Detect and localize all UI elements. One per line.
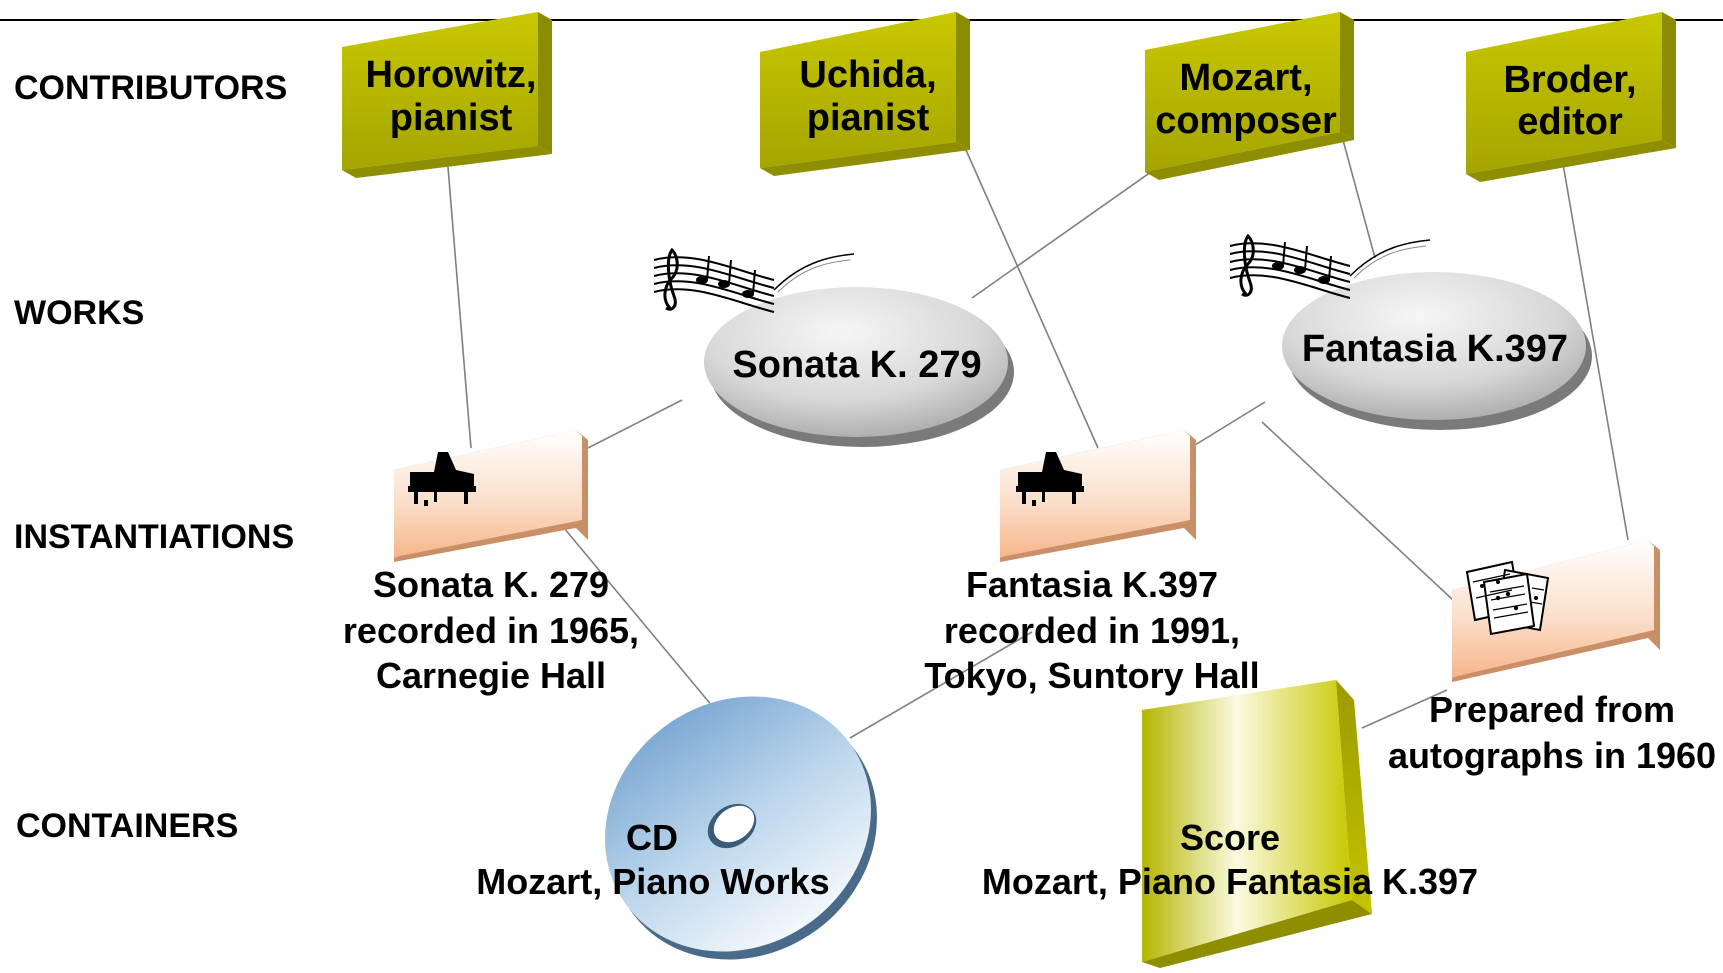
caption-line2: recorded in 1991, bbox=[944, 610, 1240, 651]
instantiation-1-caption: Sonata K. 279 recorded in 1965, Carnegie… bbox=[343, 564, 639, 696]
connector-horowitz-instantiation1 bbox=[446, 154, 472, 449]
instantiation-3-caption: Prepared from autographs in 1960 bbox=[1388, 689, 1716, 776]
caption-line1: Prepared from bbox=[1429, 689, 1675, 730]
contributor-line2: editor bbox=[1517, 101, 1623, 143]
work-fantasia[interactable]: Fantasia K.397 bbox=[1282, 272, 1592, 430]
contributor-line2: pianist bbox=[390, 97, 513, 139]
contributor-line2: pianist bbox=[807, 97, 930, 139]
contributor-line1: Mozart, bbox=[1180, 57, 1313, 99]
contributor-broder[interactable]: Broder, editor bbox=[1466, 12, 1676, 182]
connectors bbox=[446, 139, 1629, 739]
instantiation-sonata-1965[interactable] bbox=[394, 430, 588, 562]
instantiation-2-caption: Fantasia K.397 recorded in 1991, Tokyo, … bbox=[924, 564, 1259, 696]
connector-broder-instantiation3 bbox=[1561, 157, 1629, 541]
container-line2: Mozart, Piano Works bbox=[476, 861, 829, 902]
work-sonata[interactable]: Sonata K. 279 bbox=[704, 287, 1014, 447]
caption-line2: autographs in 1960 bbox=[1388, 735, 1716, 776]
work-label: Fantasia K.397 bbox=[1302, 328, 1568, 370]
caption-line1: Sonata K. 279 bbox=[373, 564, 609, 605]
caption-line3: Carnegie Hall bbox=[376, 655, 606, 696]
contributor-line1: Broder, bbox=[1503, 59, 1636, 101]
contributor-horowitz[interactable]: Horowitz, pianist bbox=[342, 12, 552, 178]
caption-line2: recorded in 1965, bbox=[343, 610, 639, 651]
connector-instantiation2-cd bbox=[849, 631, 1033, 739]
contributor-line1: Uchida, bbox=[799, 54, 936, 96]
caption-line1: Fantasia K.397 bbox=[966, 564, 1218, 605]
connector-instantiation3-score bbox=[1361, 689, 1448, 729]
row-label-instantiations: INSTANTIATIONS bbox=[14, 518, 294, 556]
contributor-uchida[interactable]: Uchida, pianist bbox=[760, 12, 970, 176]
connector-instantiation1-cd bbox=[563, 527, 719, 714]
cd-disc-icon bbox=[707, 803, 757, 849]
row-label-containers: CONTAINERS bbox=[16, 807, 238, 845]
sheet-music-pages-icon bbox=[1465, 560, 1550, 636]
connector-mozart-sonata bbox=[971, 159, 1169, 299]
container-line2: Mozart, Piano Fantasia K.397 bbox=[982, 861, 1478, 902]
row-label-contributors: CONTRIBUTORS bbox=[14, 69, 287, 107]
container-line1: Score bbox=[1180, 817, 1280, 858]
contributor-line2: composer bbox=[1155, 100, 1337, 142]
work-label: Sonata K. 279 bbox=[732, 344, 981, 386]
container-cd[interactable]: CD Mozart, Piano Works bbox=[476, 645, 927, 968]
container-score[interactable]: Score Mozart, Piano Fantasia K.397 bbox=[982, 680, 1478, 968]
row-label-works: WORKS bbox=[14, 294, 144, 332]
grand-piano-icon bbox=[1016, 452, 1084, 506]
connector-fantasia-instantiation2 bbox=[1194, 401, 1266, 446]
connector-uchida-instantiation2 bbox=[965, 149, 1099, 449]
contributor-line1: Horowitz, bbox=[366, 54, 537, 96]
music-notes-icon bbox=[653, 247, 855, 313]
connector-fantasia-instantiation3 bbox=[1261, 421, 1454, 601]
caption-line3: Tokyo, Suntory Hall bbox=[924, 655, 1259, 696]
grand-piano-icon bbox=[408, 452, 476, 506]
container-line1: CD bbox=[626, 817, 678, 858]
connector-sonata-instantiation1 bbox=[587, 399, 683, 449]
score-block-icon bbox=[1142, 680, 1372, 968]
connector-mozart-fantasia bbox=[1342, 139, 1376, 259]
contributor-mozart[interactable]: Mozart, composer bbox=[1145, 12, 1354, 180]
music-notes-icon bbox=[1229, 233, 1431, 299]
instantiation-fantasia-1991[interactable] bbox=[1000, 430, 1196, 562]
instantiation-prepared-1960[interactable] bbox=[1452, 540, 1660, 682]
